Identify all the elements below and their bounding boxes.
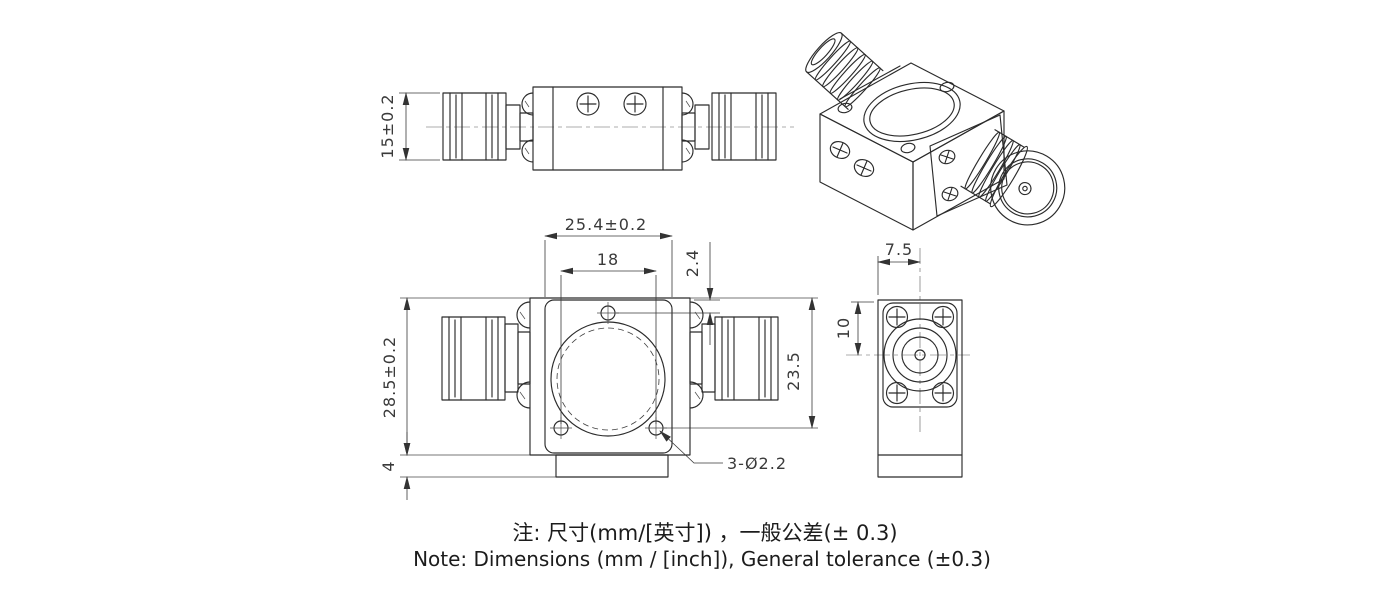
center-boss-circle — [550, 321, 666, 437]
front-view: 25.4±0.2 18 2.4 28.5±0.2 4 23.5 3-Ø2.2 — [379, 215, 818, 500]
side-screw-tl — [885, 305, 909, 329]
iso-front-screws — [829, 140, 875, 178]
note-line-zh: 注: 尺寸(mm/[英寸]) ，一般公差(± 0.3) — [512, 521, 897, 545]
flange-plate — [544, 299, 673, 454]
dim-15: 15±0.2 — [378, 93, 397, 158]
dim-7-5: 7.5 — [885, 240, 913, 259]
side-screw-bl — [885, 381, 909, 405]
dim-25-4: 25.4±0.2 — [565, 215, 647, 234]
side-screw-br — [931, 381, 955, 405]
dim-23-5: 23.5 — [784, 351, 803, 391]
base-plate — [555, 454, 669, 478]
side-screw-tr — [931, 305, 955, 329]
side-view: 7.5 10 — [834, 240, 970, 478]
screw-top-1 — [576, 92, 600, 116]
dim-holes-callout: 3-Ø2.2 — [727, 454, 787, 473]
isometric-view — [805, 32, 1066, 231]
note-line-en: Note: Dimensions (mm / [inch]), General … — [413, 547, 991, 571]
screw-top-2 — [623, 92, 647, 116]
side-flange — [882, 302, 958, 408]
notes-block: 注: 尺寸(mm/[英寸]) ，一般公差(± 0.3) Note: Dimens… — [413, 521, 991, 571]
flange-hole-top — [597, 302, 619, 324]
dim-18: 18 — [597, 250, 619, 269]
dim-28-5: 28.5±0.2 — [380, 336, 399, 418]
dim-4: 4 — [379, 460, 398, 471]
dim-2-4: 2.4 — [683, 249, 702, 277]
dim-10: 10 — [834, 317, 853, 339]
top-view: 15±0.2 — [378, 86, 794, 171]
